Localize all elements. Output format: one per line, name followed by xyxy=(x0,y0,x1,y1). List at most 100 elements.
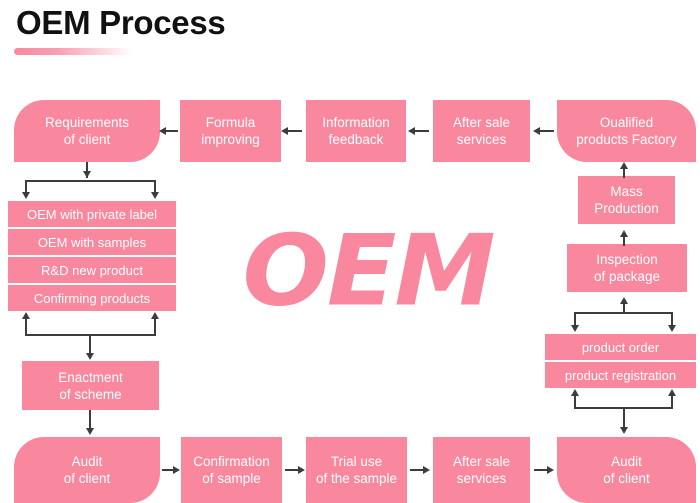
node-label: R&D new product xyxy=(41,262,143,278)
node-label-line1: Mass xyxy=(610,184,643,199)
edge-mass-to-factory xyxy=(623,168,625,178)
node-label-line1: After sale xyxy=(452,454,511,469)
arrowhead-down xyxy=(82,171,91,178)
node-label-line2: of client xyxy=(63,471,111,486)
arrowhead-down xyxy=(85,428,94,435)
edge-merge-right-up xyxy=(154,318,156,336)
node-label-line1: Requirements xyxy=(44,115,130,130)
arrowhead-up xyxy=(570,389,579,396)
arrowhead-up xyxy=(150,312,159,319)
node-label-line2: of the sample xyxy=(315,471,398,486)
arrowhead-up xyxy=(21,312,30,319)
node-label: OEM with private label xyxy=(26,206,158,222)
node-requirements-of-client[interactable]: Requirements of client xyxy=(14,100,160,162)
node-trial-use-of-the-sample[interactable]: Trial use of the sample xyxy=(306,437,407,503)
node-label-line1: Information xyxy=(322,115,390,130)
arrowhead-right xyxy=(173,465,180,474)
edge-aftersale-to-information xyxy=(415,130,429,132)
edge-confirmation-to-trial xyxy=(285,469,299,471)
arrowhead-down xyxy=(619,427,628,434)
node-label-line2: of sample xyxy=(202,471,261,486)
node-label-line2: of scheme xyxy=(59,386,122,402)
node-label-line2: services xyxy=(456,132,507,147)
edge-trial-to-aftersale xyxy=(410,469,424,471)
node-after-sale-services-top[interactable]: After sale services xyxy=(433,100,530,162)
node-mass-production[interactable]: Mass Production xyxy=(578,176,675,224)
edge-formula-to-requirements xyxy=(166,130,178,132)
node-label: product registration xyxy=(564,367,677,383)
node-label-line1: Audit xyxy=(71,454,103,469)
arrowhead-right xyxy=(547,465,554,474)
edge-bracket-right-down xyxy=(671,312,673,327)
node-label-line1: After sale xyxy=(452,115,511,130)
node-label-line1: Enactment xyxy=(58,369,123,385)
node-formula-improving[interactable]: Formula improving xyxy=(180,100,281,162)
edge-bracket-left-down xyxy=(574,312,576,327)
node-label-line1: Audit xyxy=(611,454,642,469)
edge-fork-bar-top xyxy=(25,180,156,182)
edge-audit-to-confirmation xyxy=(162,469,174,471)
edge-bracket-to-audit-right xyxy=(623,407,625,429)
node-label-line2: improving xyxy=(201,132,260,147)
node-label-line2: of client xyxy=(603,471,650,486)
node-label: Confirming products xyxy=(33,290,151,306)
node-audit-of-client-left[interactable]: Audit of client xyxy=(14,437,160,503)
edge-aftersale-to-audit-right xyxy=(534,469,548,471)
edge-inspection-to-mass xyxy=(623,236,625,246)
node-label-line2: Production xyxy=(594,201,659,216)
node-label-line1: Inspection xyxy=(596,252,658,267)
edge-factory-to-aftersale xyxy=(540,130,554,132)
arrowhead-up xyxy=(619,162,628,169)
node-label: product order xyxy=(581,339,660,355)
page-title: OEM Process xyxy=(16,4,226,41)
arrowhead-left xyxy=(533,126,540,135)
node-label-line2: services xyxy=(456,471,507,486)
node-rd-new-product[interactable]: R&D new product xyxy=(8,257,176,283)
node-audit-of-client-right[interactable]: Audit of client xyxy=(557,437,696,503)
edge-fork-left-down xyxy=(25,180,27,193)
arrowhead-down xyxy=(85,353,94,360)
arrowhead-down xyxy=(150,192,159,199)
edge-merge-to-enactment xyxy=(89,334,91,355)
node-oem-with-samples[interactable]: OEM with samples xyxy=(8,229,176,255)
node-after-sale-services-bottom[interactable]: After sale services xyxy=(433,437,530,503)
oem-watermark: OEM xyxy=(242,213,496,329)
arrowhead-left xyxy=(281,126,288,135)
node-label-line2: feedback xyxy=(328,132,384,147)
node-information-feedback[interactable]: Information feedback xyxy=(306,100,406,162)
node-inspection-of-package[interactable]: Inspection of package xyxy=(567,244,687,292)
node-label-line1: Trial use xyxy=(330,454,383,469)
node-oem-with-private-label[interactable]: OEM with private label xyxy=(8,201,176,227)
edge-information-to-formula xyxy=(288,130,302,132)
arrowhead-up xyxy=(619,230,628,237)
edge-bracket-left-up xyxy=(574,395,576,409)
node-product-registration[interactable]: product registration xyxy=(545,362,696,388)
node-label-line1: Formula xyxy=(205,115,256,130)
arrowhead-up xyxy=(619,297,628,304)
arrowhead-up xyxy=(667,389,676,396)
arrowhead-down xyxy=(21,192,30,199)
arrowhead-down xyxy=(570,325,579,332)
edge-bracket-to-inspection xyxy=(623,303,625,314)
edge-requirements-down xyxy=(86,162,88,178)
node-label-line1: Confirmation xyxy=(193,454,270,469)
node-confirmation-of-sample[interactable]: Confirmation of sample xyxy=(181,437,282,503)
title-underline-accent xyxy=(14,48,132,55)
edge-enactment-to-audit xyxy=(89,410,91,430)
node-label-line1: Oualified xyxy=(599,115,654,130)
arrowhead-left xyxy=(408,126,415,135)
node-label-line2: products Factory xyxy=(576,132,677,147)
node-label: OEM with samples xyxy=(37,234,147,250)
node-confirming-products[interactable]: Confirming products xyxy=(8,285,176,311)
node-qualified-products-factory[interactable]: Oualified products Factory xyxy=(557,100,696,162)
arrowhead-down xyxy=(667,325,676,332)
edge-bracket-bar-upper xyxy=(574,312,673,314)
node-enactment-of-scheme[interactable]: Enactment of scheme xyxy=(22,361,159,410)
edge-bracket-right-up xyxy=(671,395,673,409)
edge-fork-right-down xyxy=(154,180,156,193)
edge-merge-left-up xyxy=(25,318,27,336)
node-label-line2: of package xyxy=(593,269,661,284)
node-product-order[interactable]: product order xyxy=(545,334,696,360)
arrowhead-right xyxy=(423,465,430,474)
